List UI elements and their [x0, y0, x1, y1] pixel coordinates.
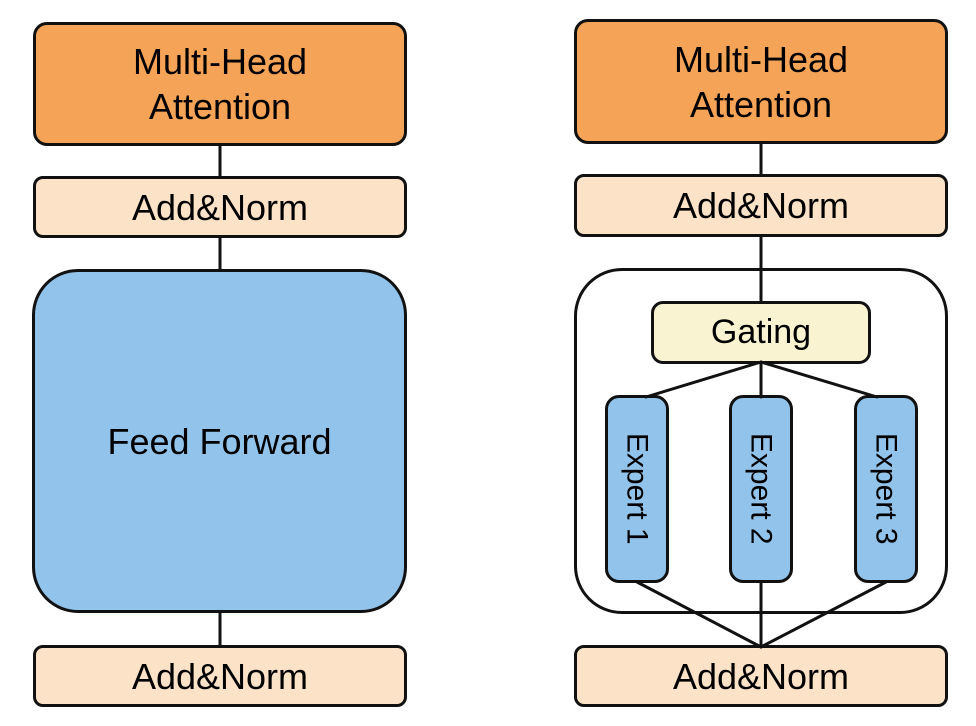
- expert-1-box: Expert 1: [605, 395, 669, 583]
- multi-head-attention-label-line1: Multi-Head: [132, 41, 308, 82]
- add-norm-box-right-top: Add&Norm: [574, 174, 948, 237]
- expert-3-box: Expert 3: [854, 395, 918, 583]
- expert-2-box: Expert 2: [729, 395, 793, 583]
- expert-2-label: Expert 2: [744, 433, 778, 545]
- gating-label: Gating: [710, 313, 812, 352]
- add-norm-box-right-bottom: Add&Norm: [574, 645, 948, 707]
- gating-box: Gating: [651, 301, 871, 364]
- multi-head-attention-box-right: Multi-Head Attention: [574, 19, 948, 144]
- add-norm-box-left-top: Add&Norm: [33, 176, 407, 238]
- add-norm-label: Add&Norm: [672, 185, 850, 226]
- feed-forward-label: Feed Forward: [107, 420, 332, 462]
- add-norm-label: Add&Norm: [131, 186, 309, 228]
- feed-forward-box: Feed Forward: [32, 269, 407, 613]
- add-norm-box-left-bottom: Add&Norm: [33, 645, 407, 707]
- multi-head-attention-label-line2: Attention: [148, 86, 292, 127]
- multi-head-attention-label-line1: Multi-Head: [673, 38, 849, 80]
- add-norm-label: Add&Norm: [131, 655, 309, 697]
- add-norm-label: Add&Norm: [672, 655, 850, 697]
- multi-head-attention-box-left: Multi-Head Attention: [33, 22, 407, 146]
- expert-3-label: Expert 3: [869, 433, 903, 545]
- expert-1-label: Expert 1: [620, 433, 654, 545]
- multi-head-attention-label-line2: Attention: [689, 83, 833, 125]
